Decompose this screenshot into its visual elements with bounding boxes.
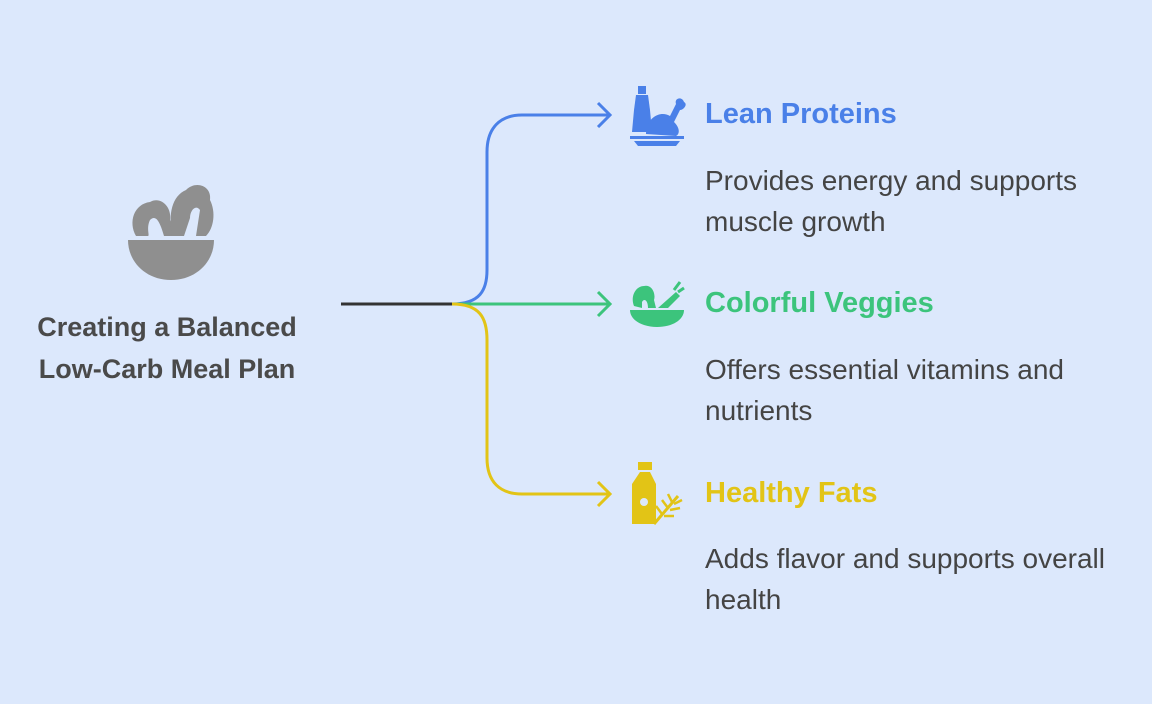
- branch-heading-lean-proteins: Lean Proteins: [705, 98, 897, 130]
- arrow-head-healthy-fats: [596, 480, 613, 508]
- branch-heading-colorful-veggies: Colorful Veggies: [705, 287, 934, 319]
- salad-bowl-icon: [128, 185, 214, 280]
- arrow-head-lean-proteins: [596, 101, 613, 129]
- branch-description-healthy-fats: Adds flavor and supports overall health: [705, 543, 1105, 615]
- central-topic-title: Creating a Balanced Low-Carb Meal Plan: [37, 312, 297, 384]
- branch-line-lean-proteins: [451, 113, 610, 306]
- branch-description-lean-proteins: Provides energy and supports muscle grow…: [705, 165, 1077, 237]
- salad-carrot-icon: [630, 281, 685, 327]
- arrow-head-colorful-veggies: [596, 290, 613, 318]
- branch-line-healthy-fats: [451, 302, 610, 496]
- branch-heading-healthy-fats: Healthy Fats: [705, 477, 878, 509]
- branch-description-colorful-veggies: Offers essential vitamins and nutrients: [705, 354, 1064, 426]
- oil-bottle-herb-icon: [632, 462, 683, 525]
- chicken-sauce-icon: [630, 86, 686, 146]
